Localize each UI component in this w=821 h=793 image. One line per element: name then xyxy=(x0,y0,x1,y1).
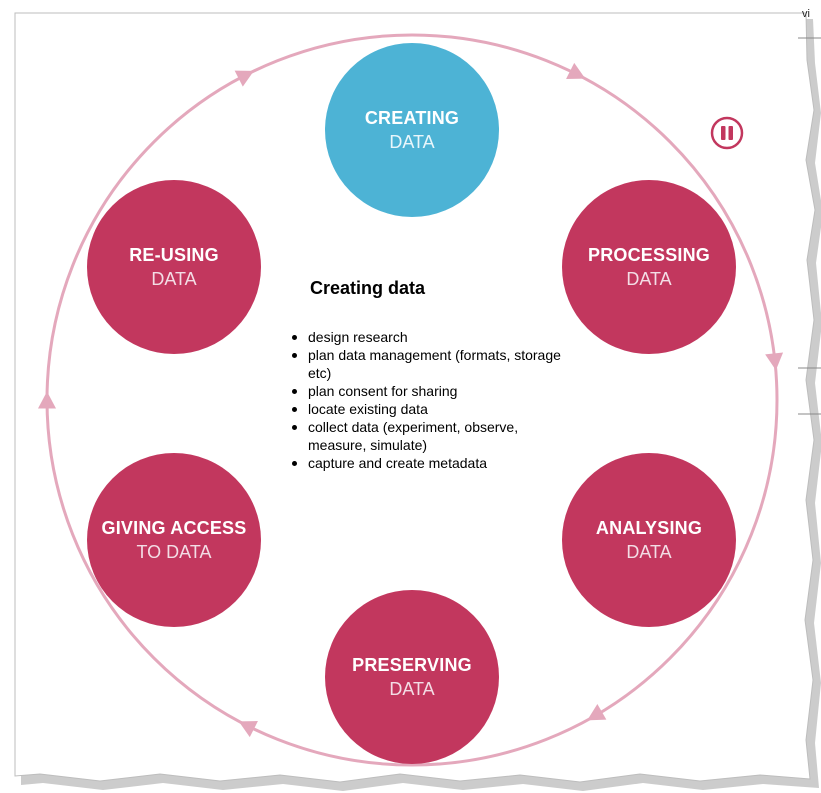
stage-subtitle: DATA xyxy=(389,132,435,152)
detail-list-item: locate existing data xyxy=(288,400,578,418)
stage-subtitle: DATA xyxy=(626,542,672,562)
detail-title: Creating data xyxy=(310,278,426,298)
side-header-text: vi xyxy=(802,8,810,20)
stage-title: PRESERVING xyxy=(352,655,472,675)
stage-analysing-data[interactable]: ANALYSING DATA xyxy=(562,453,736,627)
ring-arrowhead xyxy=(234,70,254,87)
detail-list-item: design research xyxy=(288,328,578,346)
stage-title: PROCESSING xyxy=(587,245,711,265)
stage-re-using-data[interactable]: RE-USING DATA xyxy=(87,180,261,354)
stage-creating-data[interactable]: CREATING DATA xyxy=(325,43,499,217)
ring-arrowhead xyxy=(238,721,258,738)
pause-button[interactable] xyxy=(710,116,744,150)
ring-arrowhead xyxy=(566,62,586,79)
ring-arrows xyxy=(38,62,784,738)
ring-arrowhead xyxy=(38,391,56,409)
detail-list-item: plan data management (formats, storage e… xyxy=(288,346,578,382)
detail-list-item: collect data (experiment, observe, measu… xyxy=(288,418,578,454)
stage-title: ANALYSING xyxy=(595,518,703,538)
detail-list-item: plan consent for sharing xyxy=(288,382,578,400)
stage-giving-access-to-data[interactable]: GIVING ACCESS TO DATA xyxy=(87,453,261,627)
stage-title: CREATING xyxy=(364,108,460,128)
stage-detail-panel: Creating data design research plan data … xyxy=(288,277,578,472)
stage-preserving-data[interactable]: PRESERVING DATA xyxy=(325,590,499,764)
stage-title: RE-USING xyxy=(129,245,219,265)
stage-subtitle: DATA xyxy=(626,269,672,289)
stage-processing-data[interactable]: PROCESSING DATA xyxy=(562,180,736,354)
stage-subtitle: TO DATA xyxy=(136,542,212,562)
stage-title: GIVING ACCESS xyxy=(101,518,247,538)
detail-list-item: capture and create metadata xyxy=(288,454,578,472)
ring-arrowhead xyxy=(587,704,607,721)
pause-icon xyxy=(710,116,744,150)
ring-arrowhead xyxy=(765,352,784,371)
stage-subtitle: DATA xyxy=(151,269,197,289)
detail-list: design research plan data management (fo… xyxy=(288,328,578,472)
stage-subtitle: DATA xyxy=(389,679,435,699)
